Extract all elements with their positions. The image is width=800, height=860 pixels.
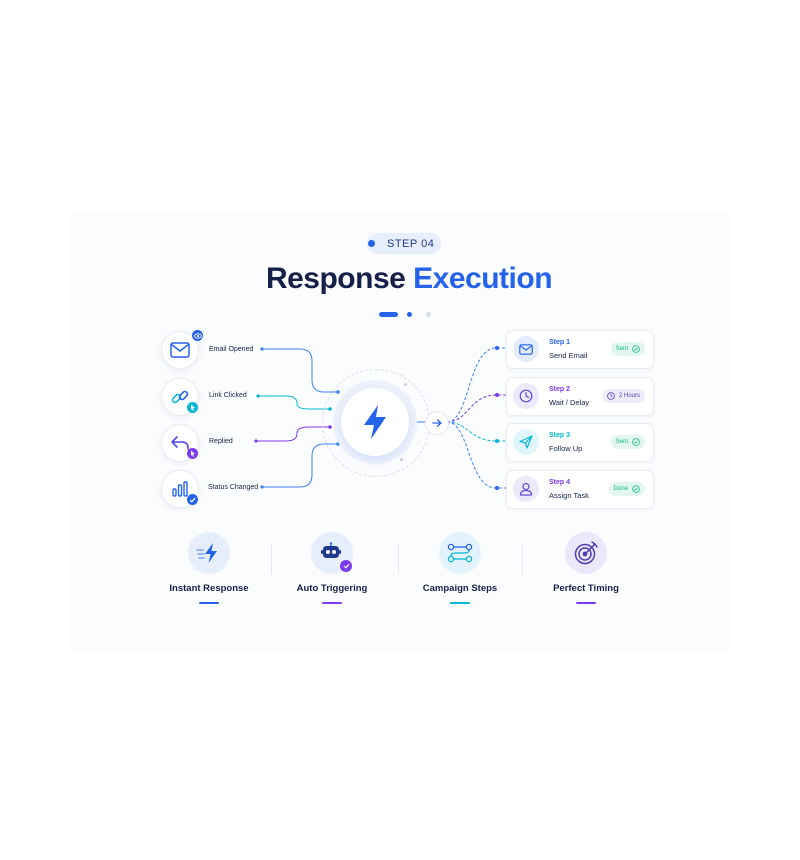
clock-icon — [519, 389, 533, 403]
robot-icon — [321, 542, 341, 558]
step-tag-dot — [368, 240, 375, 247]
arrow-right-icon — [432, 419, 442, 427]
feature-icon-campaign-steps — [439, 532, 481, 574]
status-badge-label: Sent — [615, 346, 628, 352]
connector-step-2 — [446, 394, 506, 423]
step-number: Step 4 — [549, 479, 571, 486]
reply-icon — [171, 436, 189, 450]
step-card-1[interactable]: Step 1 Send Email Sent — [506, 330, 654, 369]
trigger-label-replied: Replied — [209, 438, 233, 445]
pager-dot-3[interactable] — [426, 312, 431, 317]
title-part-2: Execution — [413, 262, 553, 295]
step-icon-bg — [513, 429, 539, 455]
step-number: Step 3 — [549, 432, 571, 439]
title-part-1: Response — [265, 262, 406, 295]
step-name: Send Email — [549, 351, 588, 360]
feature-label-auto-triggering: Auto Triggering — [296, 583, 368, 594]
step-number: Step 1 — [549, 339, 571, 346]
check-icon — [187, 494, 198, 505]
step-tag: STEP 04 — [367, 233, 441, 254]
trigger-status-changed[interactable] — [161, 470, 199, 508]
trigger-label-status-changed: Status Changed — [208, 484, 259, 491]
feature-underline — [322, 602, 342, 604]
page-title: Response Execution — [0, 262, 800, 296]
feature-label-perfect-timing: Perfect Timing — [553, 583, 619, 594]
step-tag-label: STEP 04 — [387, 237, 435, 250]
status-badge: Done — [608, 482, 645, 496]
connector-step-1 — [446, 347, 506, 423]
step-icon-bg — [513, 336, 539, 362]
lightning-icon — [196, 543, 217, 563]
step-number: Step 2 — [549, 386, 571, 393]
step-icon-bg — [513, 383, 539, 409]
mail-icon — [170, 342, 190, 358]
arrow-node[interactable] — [425, 411, 449, 435]
step-name: Wait / Delay — [549, 398, 590, 407]
trigger-label-email-opened: Email Opened — [209, 346, 254, 353]
bar-chart-icon — [172, 481, 188, 497]
step-card-4[interactable]: Step 4 Assign Task Done — [506, 470, 654, 509]
connector-step-4 — [446, 421, 506, 489]
divider — [522, 544, 523, 574]
trigger-label-link-clicked: Link Clicked — [209, 392, 247, 399]
connector-status-changed — [262, 443, 338, 488]
step-card-3[interactable]: Step 3 Follow Up Sent — [506, 423, 654, 462]
status-badge: Sent — [610, 342, 645, 356]
check-circle-icon — [632, 485, 640, 493]
hub-orbit-dot — [404, 383, 407, 386]
feature-label-instant-response: Instant Response — [169, 583, 249, 594]
target-icon — [574, 541, 598, 565]
divider — [398, 544, 399, 574]
connector-replied — [256, 426, 330, 442]
duration-badge: 2 Hours — [601, 389, 645, 403]
step-name: Follow Up — [549, 444, 583, 453]
step-card-2[interactable]: Step 2 Wait / Delay 2 Hours — [506, 377, 654, 416]
feature-icon-perfect-timing — [565, 532, 607, 574]
step-icon-bg — [513, 476, 539, 502]
lightning-icon — [364, 405, 386, 439]
check-circle-icon — [632, 345, 640, 353]
trigger-replied[interactable] — [161, 424, 199, 462]
status-badge: Sent — [610, 435, 645, 449]
check-circle-icon — [632, 438, 640, 446]
feature-underline — [450, 602, 470, 604]
cursor-icon — [187, 448, 198, 459]
hub-orbit-dot — [400, 458, 403, 461]
feature-underline — [576, 602, 596, 604]
status-badge-label: Done — [613, 486, 628, 492]
feature-icon-instant-response — [188, 532, 230, 574]
pager-dot-2[interactable] — [407, 312, 412, 317]
send-icon — [519, 435, 533, 449]
link-icon — [171, 390, 189, 404]
clock-icon — [607, 392, 615, 400]
step-name: Assign Task — [549, 491, 589, 500]
eye-icon — [192, 330, 203, 341]
connector-step-3 — [446, 421, 506, 442]
check-icon — [340, 560, 352, 572]
pager-dot-active[interactable] — [379, 312, 398, 317]
duration-badge-label: 2 Hours — [618, 393, 640, 399]
connector-link-clicked — [258, 395, 330, 410]
connector-email-opened — [262, 348, 338, 393]
feature-underline — [199, 602, 219, 604]
status-badge-label: Sent — [615, 439, 628, 445]
divider — [271, 544, 272, 574]
hub-core[interactable] — [341, 388, 409, 456]
cursor-icon — [187, 402, 198, 413]
user-icon — [519, 482, 533, 496]
mail-icon — [519, 343, 533, 355]
feature-label-campaign-steps: Campaign Steps — [422, 583, 498, 594]
flow-icon — [447, 543, 473, 563]
